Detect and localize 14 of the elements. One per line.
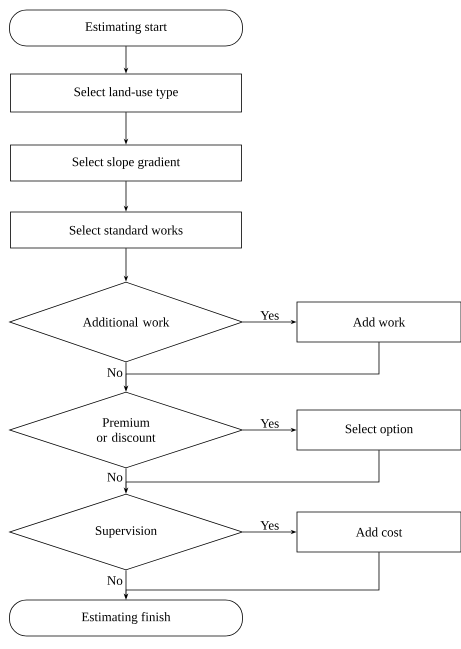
process-box: Select land-use type	[10, 74, 242, 112]
process-box: Select option	[296, 410, 461, 450]
process-box: Add work	[296, 302, 461, 342]
edge-label: Yes	[259, 310, 280, 321]
edge-label: Yes	[259, 418, 280, 429]
edge-label: No	[106, 575, 124, 586]
terminal-box: Estimating finish	[9, 600, 243, 636]
process-box: Select slope gradient	[10, 144, 242, 182]
process-box: Select standard works	[10, 212, 242, 248]
edge-label: No	[106, 472, 124, 483]
edge-label: No	[106, 367, 124, 378]
terminal-box: Estimating start	[9, 10, 243, 46]
process-box: Add cost	[296, 512, 461, 552]
edge-label: Yes	[259, 520, 280, 531]
